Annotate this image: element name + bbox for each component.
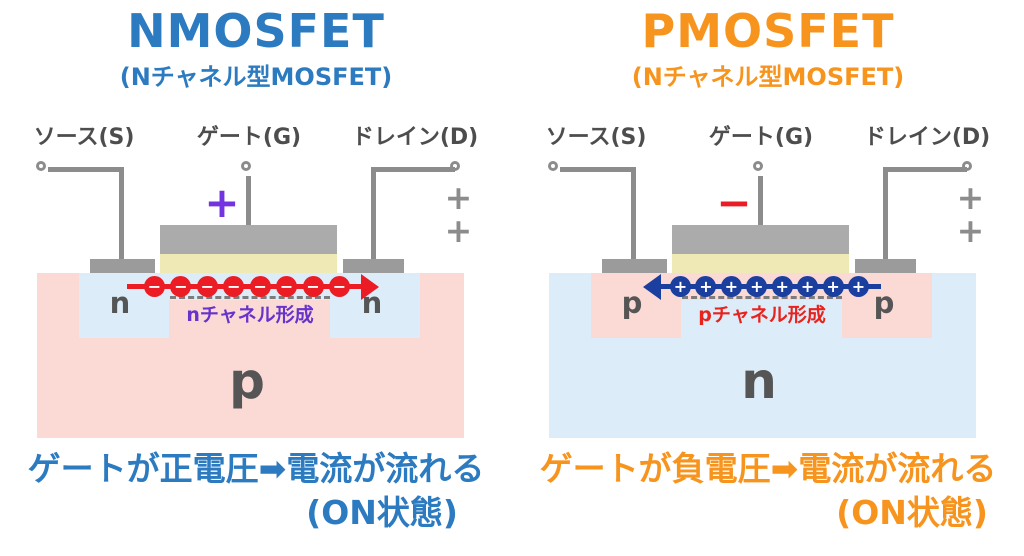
source-wire-vertical [119,167,124,264]
gate-electrode [160,225,337,254]
carrier-flow-arrow: −−−−−−−− [123,274,379,300]
panel-subtitle: (Nチャネル型MOSFET) [631,63,905,91]
nmosfet-panel: NMOSFET (Nチャネル型MOSFET) ソース(S) ゲート(G) ドレイ… [27,4,485,532]
carrier-charge-icon: + [720,276,742,297]
carrier-charge-icon: − [249,276,271,297]
substrate-type-label: n [741,352,777,410]
gate-oxide-layer [160,254,337,273]
gate-oxide-layer [672,254,849,273]
gate-terminal-icon [753,161,763,171]
drain-terminal-icon [450,161,460,171]
caption-line1: ゲートが正電圧➡電流が流れる [27,449,485,488]
carrier-charge-icon: − [302,276,324,297]
source-wire-vertical [631,167,636,264]
source-terminal-icon [548,161,558,171]
drain-wire-vertical [371,167,376,264]
drain-well-label: p [873,286,895,320]
drain-terminal-label: ドレイン(D) [863,125,991,150]
gate-voltage-sign: − [716,178,752,227]
drain-wire-vertical [883,167,888,264]
panel-subtitle: (Nチャネル型MOSFET) [119,63,393,91]
drain-contact [343,259,404,273]
channel-boundary-dashed-line [170,296,330,299]
gate-terminal-label: ゲート(G) [708,125,814,150]
gate-voltage-sign: + [204,178,240,227]
source-well [591,273,681,338]
carrier-charge-icon: − [170,276,192,297]
carrier-charge-icon: − [196,276,218,297]
drain-voltage-sign: + + [444,178,476,250]
carrier-charge-icon: + [746,276,768,297]
gate-wire-vertical [246,176,251,228]
arrow-head-icon [643,274,661,300]
source-wire-horizontal [560,167,635,172]
carrier-charges: ++++++++ [670,276,869,297]
source-terminal-label: ソース(S) [545,125,647,150]
source-terminal-label: ソース(S) [33,125,135,150]
caption-line1: ゲートが負電圧➡電流が流れる [539,449,997,488]
gate-terminal-icon [241,161,251,171]
channel-boundary-dashed-line [682,296,842,299]
carrier-charge-icon: + [670,276,691,297]
channel-formation-label: nチャネル形成 [186,304,314,326]
carrier-charge-icon: + [771,276,793,297]
source-well-label: p [621,286,643,320]
source-contact [90,259,155,273]
caption-line2: (ON状態) [836,493,988,532]
drain-wire-horizontal [371,167,455,172]
carrier-charge-icon: − [328,276,350,297]
source-contact [602,259,667,273]
channel-formation-label: pチャネル形成 [698,304,826,326]
gate-electrode [672,225,849,254]
gate-wire-vertical [758,176,763,228]
drain-wire-horizontal [883,167,967,172]
caption-line2: (ON状態) [306,493,458,532]
carrier-charge-icon: + [822,276,844,297]
source-well-label: n [109,286,131,320]
drain-terminal-icon [962,161,972,171]
carrier-charge-icon: + [695,276,717,297]
drain-contact [855,259,916,273]
arrow-head-icon [361,274,379,300]
carrier-charge-icon: + [847,276,869,297]
carrier-charge-icon: − [144,276,165,297]
panel-title: PMOSFET [641,4,895,58]
carrier-charge-icon: − [223,276,245,297]
source-wire-horizontal [48,167,123,172]
drain-terminal-label: ドレイン(D) [351,125,479,150]
carrier-charges: −−−−−−−− [144,276,350,297]
carrier-charge-icon: + [797,276,819,297]
carrier-charge-icon: − [276,276,298,297]
substrate-type-label: p [229,352,265,410]
gate-terminal-label: ゲート(G) [196,125,302,150]
drain-voltage-sign: + + [956,178,988,250]
pmosfet-panel: PMOSFET (Nチャネル型MOSFET) ソース(S) ゲート(G) ドレイ… [512,0,1024,556]
panel-title: NMOSFET [127,4,385,58]
carrier-flow-arrow: ++++++++ [643,274,885,300]
source-terminal-icon [36,161,46,171]
